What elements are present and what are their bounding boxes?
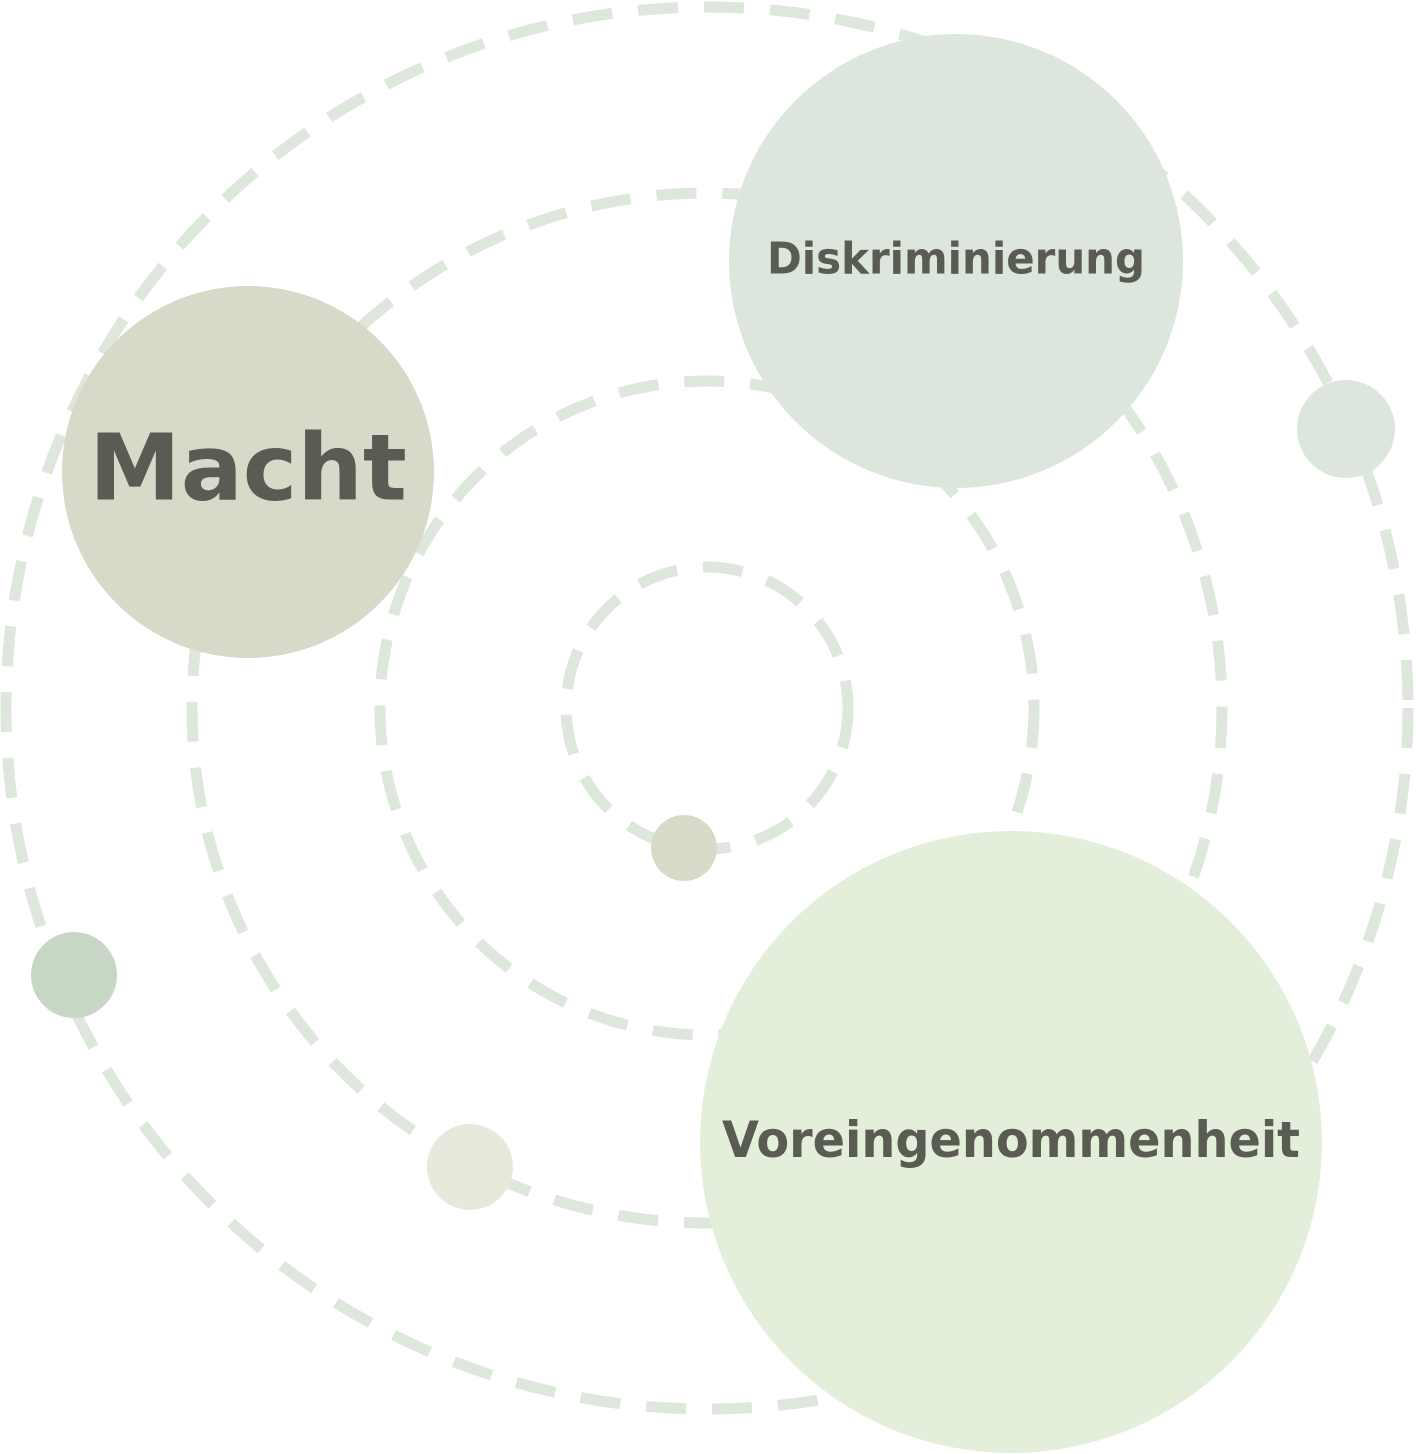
node-macht-label: Macht [89,415,407,522]
node-macht: Macht [62,286,434,658]
node-diskriminierung-label: Diskriminierung [767,234,1145,285]
node-voreingenommenheit: Voreingenommenheit [700,831,1322,1453]
node-diskriminierung-circle [729,34,1183,488]
orbit-ring-third [186,187,1228,1229]
orbit-dot-bottom [427,1124,513,1210]
orbit-dot-right [1297,380,1395,478]
node-voreingenommenheit-label: Voreingenommenheit [722,1111,1300,1169]
orbit-dot-center [651,815,717,881]
orbit-ring-inner [560,561,854,855]
node-diskriminierung: Diskriminierung [729,34,1183,488]
orbit-dot-left [31,932,117,1018]
orbit-ring-second [374,375,1040,1041]
orbit-ring-outer [0,1,1414,1415]
node-macht-circle [62,286,434,658]
node-voreingenommenheit-circle [700,831,1322,1453]
